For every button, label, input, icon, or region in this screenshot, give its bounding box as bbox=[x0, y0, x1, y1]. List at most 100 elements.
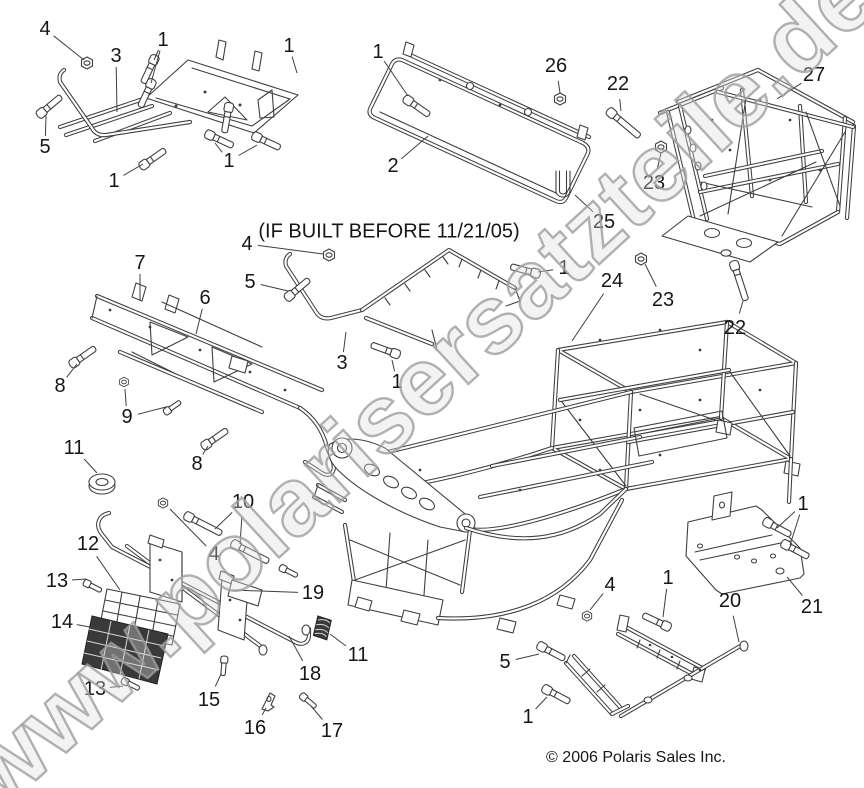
leader-line bbox=[214, 673, 222, 687]
leader-line bbox=[401, 135, 429, 160]
leader-line bbox=[515, 653, 540, 660]
leader-line bbox=[288, 635, 304, 662]
main-frame-weldment bbox=[311, 319, 801, 634]
callout-17-37: 17 bbox=[320, 720, 344, 742]
leader-line bbox=[776, 511, 796, 529]
mount-bracket bbox=[685, 491, 812, 595]
leader-line bbox=[214, 512, 233, 530]
callout-8-23: 8 bbox=[191, 453, 203, 475]
leader-line bbox=[342, 331, 347, 353]
callout-19-33: 19 bbox=[301, 582, 325, 604]
leader-line bbox=[76, 624, 91, 628]
leader-line bbox=[115, 66, 118, 113]
build-date-note: (IF BUILT BEFORE 11/21/05) bbox=[258, 220, 520, 243]
leader-line bbox=[776, 82, 802, 100]
leader-line bbox=[738, 300, 744, 314]
leader-line bbox=[557, 80, 561, 94]
leader-line bbox=[44, 115, 47, 137]
leader-line bbox=[195, 308, 203, 335]
callout-10-28: 10 bbox=[231, 491, 255, 513]
leader-line bbox=[589, 593, 604, 611]
leader-line bbox=[391, 359, 396, 372]
callout-16-36: 16 bbox=[243, 717, 267, 739]
leader-line bbox=[231, 589, 299, 593]
copyright-text: © 2006 Polaris Sales Inc. bbox=[546, 749, 726, 766]
callout-6-20: 6 bbox=[199, 287, 211, 309]
callout-22-26: 22 bbox=[723, 317, 747, 339]
leader-line bbox=[261, 707, 267, 716]
callout-13-31: 13 bbox=[45, 570, 69, 592]
callout-1-1: 1 bbox=[157, 29, 169, 51]
leader-line bbox=[239, 516, 243, 545]
callout-5-15: 5 bbox=[244, 271, 256, 293]
leader-line bbox=[574, 194, 594, 213]
callout-15-35: 15 bbox=[197, 689, 221, 711]
support-rail-early-build bbox=[282, 247, 542, 361]
leader-line bbox=[662, 588, 668, 618]
leader-lines bbox=[44, 35, 803, 720]
callout-12-30: 12 bbox=[76, 533, 100, 555]
leader-line bbox=[137, 406, 167, 415]
leader-line bbox=[257, 244, 324, 255]
callout-1-6: 1 bbox=[223, 150, 235, 172]
callout-23-12: 23 bbox=[642, 172, 666, 194]
callout-1-40: 1 bbox=[797, 493, 809, 515]
callout-1-3: 1 bbox=[283, 35, 295, 57]
callout-27-13: 27 bbox=[802, 64, 826, 86]
callout-1-17: 1 bbox=[558, 257, 570, 279]
callout-23-25: 23 bbox=[651, 289, 675, 311]
callout-9-22: 9 bbox=[121, 406, 133, 428]
callout-4-29: 4 bbox=[208, 543, 220, 565]
callout-1-43: 1 bbox=[662, 567, 674, 589]
dash-support-weldment bbox=[67, 282, 336, 477]
floor-support-assembly bbox=[34, 39, 299, 172]
callout-2-8: 2 bbox=[387, 155, 399, 177]
callout-18-38: 18 bbox=[298, 663, 322, 685]
callout-1-18: 1 bbox=[391, 371, 403, 393]
leader-line bbox=[644, 263, 657, 287]
leader-line bbox=[619, 98, 622, 112]
callout-7-19: 7 bbox=[134, 252, 146, 274]
leader-line bbox=[383, 60, 409, 97]
leader-line bbox=[291, 56, 298, 74]
leader-line bbox=[169, 508, 207, 547]
leader-line bbox=[656, 152, 662, 169]
leader-line bbox=[124, 388, 127, 407]
leader-line bbox=[66, 363, 78, 378]
leader-line bbox=[260, 284, 289, 292]
leader-line bbox=[535, 696, 548, 710]
front-bumper-assembly bbox=[81, 473, 333, 712]
callout-5-45: 5 bbox=[499, 651, 511, 673]
callout-20-44: 20 bbox=[718, 590, 742, 612]
leader-line bbox=[123, 163, 144, 176]
leader-line bbox=[214, 142, 223, 153]
callout-1-5: 1 bbox=[108, 170, 120, 192]
callout-25-10: 25 bbox=[592, 211, 616, 233]
leader-line bbox=[310, 705, 323, 720]
callout-21-41: 21 bbox=[800, 596, 824, 618]
leader-line bbox=[71, 578, 87, 581]
callout-4-14: 4 bbox=[241, 233, 253, 255]
callout-14-32: 14 bbox=[50, 611, 74, 633]
leader-line bbox=[571, 293, 605, 342]
leader-line bbox=[150, 50, 161, 84]
callout-11-39: 11 bbox=[347, 644, 369, 666]
callout-3-2: 3 bbox=[110, 45, 122, 67]
leader-line bbox=[96, 556, 121, 591]
leader-line bbox=[53, 35, 85, 61]
callout-1-46: 1 bbox=[522, 706, 534, 728]
callout-22-11: 22 bbox=[606, 73, 630, 95]
leader-line bbox=[153, 49, 159, 61]
leader-line bbox=[786, 576, 803, 596]
callout-3-16: 3 bbox=[336, 352, 348, 374]
leader-line bbox=[109, 685, 124, 688]
leader-line bbox=[789, 514, 801, 546]
callout-24-24: 24 bbox=[600, 270, 624, 292]
callout-11-27: 11 bbox=[63, 437, 85, 459]
tailgate-frame-assembly bbox=[367, 41, 592, 205]
leader-line bbox=[537, 269, 554, 273]
leader-line bbox=[732, 615, 740, 643]
leader-line bbox=[329, 633, 347, 647]
